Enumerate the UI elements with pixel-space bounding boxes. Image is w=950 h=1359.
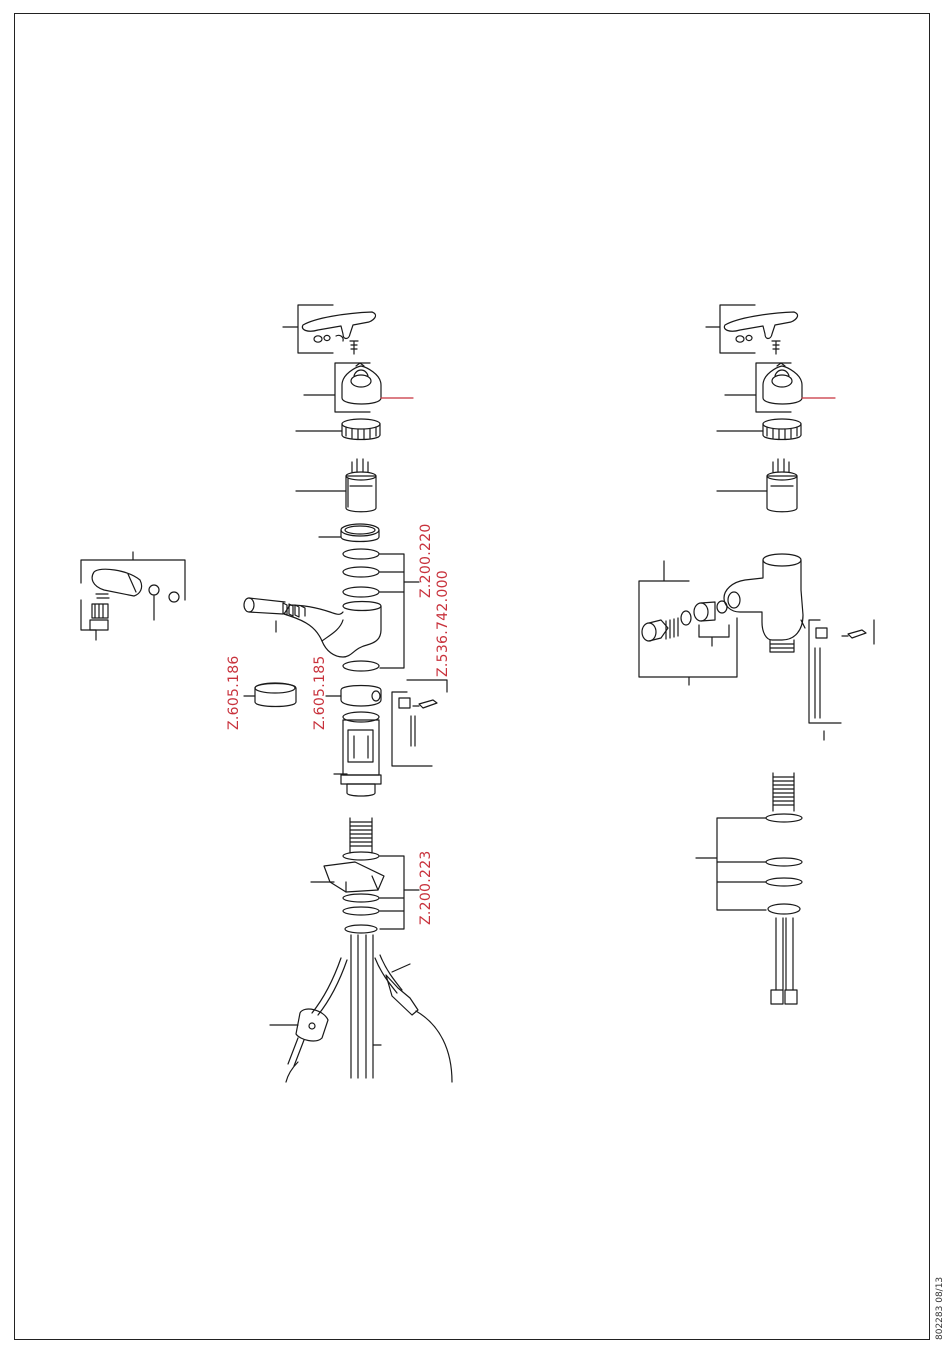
left-ring-kit [244,683,296,707]
part-number-z200220: Z.200.220 [418,523,434,598]
part-number-z536742000: Z.536.742.000 [435,570,451,677]
right-cartridge [717,459,797,512]
right-diverter-kit [639,561,737,685]
part-number-z605185: Z.605.185 [312,655,328,730]
left-nut [296,419,380,440]
left-body-spout [244,598,381,657]
document-code: 802283 08/13 [935,1277,945,1340]
left-body-lower [326,661,381,796]
left-cartridge [296,459,376,512]
left-seals [319,524,419,668]
right-body [724,554,805,652]
right-lever-handle [706,305,798,354]
right-nut [717,419,801,440]
right-seal-kit [809,620,874,740]
left-supply-hoses [270,935,452,1082]
part-number-z605186: Z.605.186 [226,655,242,730]
spray-head-kit [81,552,185,640]
part-number-z200223: Z.200.223 [418,850,434,925]
left-lever-handle [283,305,376,354]
right-cap [725,363,835,412]
left-seal-kit [392,680,447,766]
left-shank-threads [311,818,419,933]
right-shank-threads [696,773,802,1004]
left-cap [304,363,413,412]
